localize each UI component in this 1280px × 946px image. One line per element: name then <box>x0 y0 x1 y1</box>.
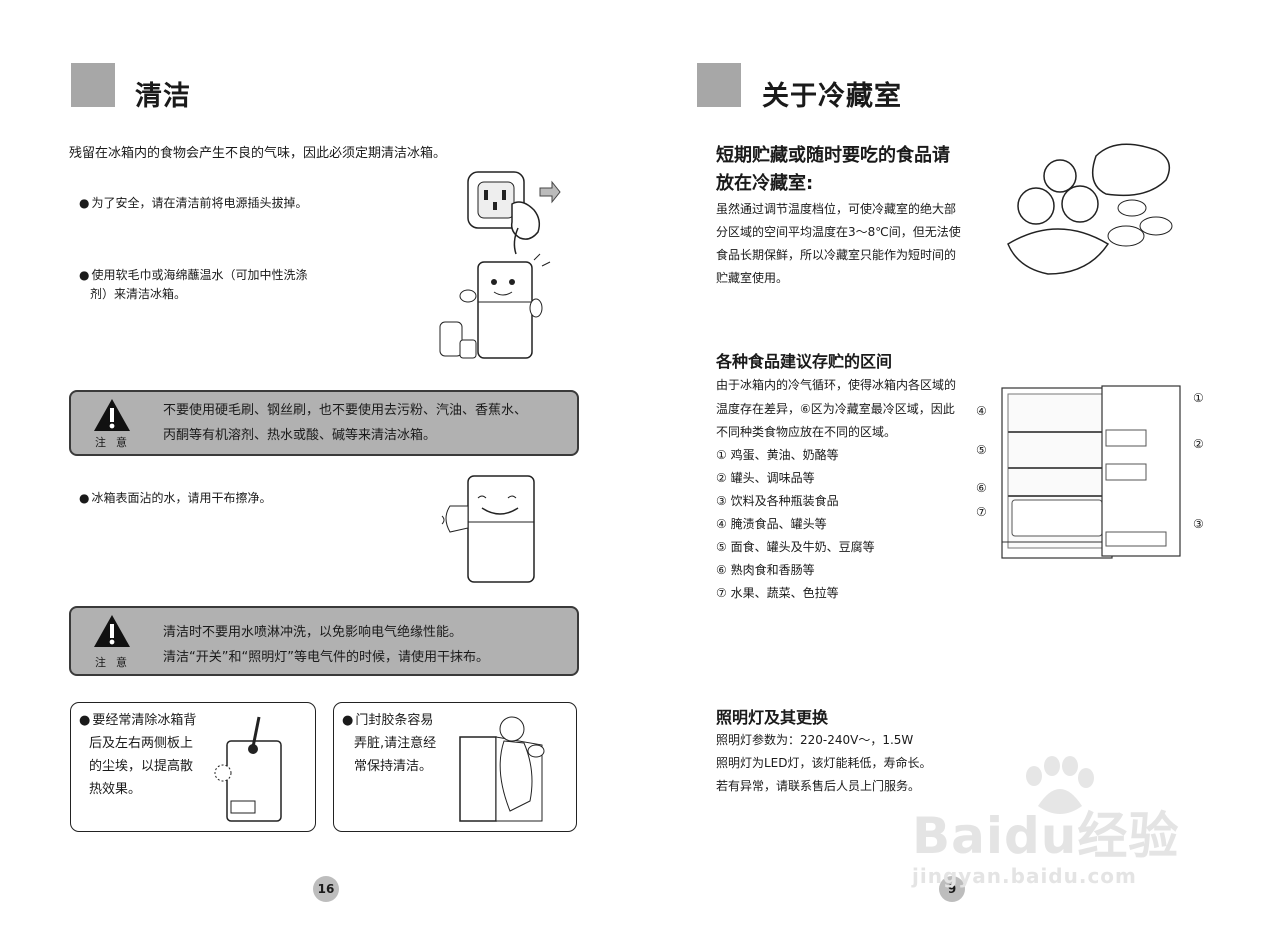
section3-text-line3: 若有异常，请联系售后人员上门服务。 <box>716 779 921 793</box>
watermark-brand: Baidu经验 <box>912 807 1180 865</box>
section1-heading-line1: 短期贮藏或随时要吃的食品请 <box>716 145 950 166</box>
warning-text-line2: 清洁“开关”和“照明灯”等电气件的时候，请使用干抹布。 <box>163 650 489 665</box>
warning-icon <box>94 399 130 431</box>
fridge-zones-diagram <box>1001 385 1181 559</box>
zone-item-2: ② 罐头、调味品等 <box>716 471 815 485</box>
bullet-unplug: 为了安全，请在清洁前将电源插头拔掉。 <box>79 192 307 215</box>
zone-item-3: ③ 饮料及各种瓶装食品 <box>716 494 839 508</box>
zone-item-7: ⑦ 水果、蔬菜、色拉等 <box>716 586 839 600</box>
door-seal-illustration <box>459 716 545 822</box>
tip-dust-line2: 后及左右两侧板上 <box>89 736 194 751</box>
diagram-label-6: ⑥ <box>976 481 987 495</box>
paw-logo-icon <box>1026 756 1094 814</box>
section1-text-line1: 虽然通过调节温度档位，可使冷藏室的绝大部 <box>716 202 957 216</box>
left-title-square <box>71 63 115 107</box>
tip-box-dust: 要经常清除冰箱背 后及左右两侧板上 的尘埃，以提高散 热效果。 <box>70 702 316 832</box>
warning-box-no-spray: 注意 清洁时不要用水喷淋冲洗，以免影响电气绝缘性能。 清洁“开关”和“照明灯”等… <box>69 606 579 676</box>
left-page-title: 清洁 <box>135 81 191 112</box>
section3-heading: 照明灯及其更换 <box>716 708 829 727</box>
left-page-number: 16 <box>313 876 339 902</box>
right-page-number: 9 <box>939 876 965 902</box>
bullet-wipe-warm-water-2: 剂）来清洁冰箱。 <box>90 287 187 301</box>
section1-heading-line2: 放在冷藏室: <box>716 173 814 194</box>
section2-heading: 各种食品建议存贮的区间 <box>716 352 893 371</box>
warning-icon <box>94 615 130 647</box>
section1-text-line4: 贮藏室使用。 <box>716 271 789 285</box>
diagram-label-3: ③ <box>1193 517 1204 531</box>
warning-box-detergents: 注意 不要使用硬毛刷、钢丝刷，也不要使用去污粉、汽油、香蕉水、 丙酮等有机溶剂、… <box>69 390 579 456</box>
warning-text-line1: 清洁时不要用水喷淋冲洗，以免影响电气绝缘性能。 <box>163 625 463 640</box>
left-intro-text: 残留在冰箱内的食物会产生不良的气味，因此必须定期清洁冰箱。 <box>69 146 447 161</box>
section2-text-line2: 温度存在差异，⑥区为冷藏室最冷区域，因此 <box>716 402 955 416</box>
diagram-label-2: ② <box>1193 437 1204 451</box>
section2-text-line3: 不同种类食物应放在不同的区域。 <box>716 425 897 439</box>
bullet-dry-surface: 冰箱表面沾的水，请用干布擦净。 <box>79 487 271 510</box>
unplug-illustration <box>467 171 561 255</box>
food-illustration <box>1007 143 1173 275</box>
section3-text-line2: 照明灯为LED灯，该灯能耗低，寿命长。 <box>716 756 932 770</box>
right-title-square <box>697 63 741 107</box>
warning-text-line1: 不要使用硬毛刷、钢丝刷，也不要使用去污粉、汽油、香蕉水、 <box>163 403 528 418</box>
diagram-label-5: ⑤ <box>976 443 987 457</box>
zone-item-5: ⑤ 面食、罐头及牛奶、豆腐等 <box>716 540 875 554</box>
tip-dust-line3: 的尘埃，以提高散 <box>89 759 194 774</box>
section1-text-line3: 食品长期保鲜，所以冷藏室只能作为短时间的 <box>716 248 957 262</box>
watermark-url: jingyan.baidu.com <box>912 864 1137 888</box>
tip-box-door-seal: 门封胶条容易 弄脏,请注意经 常保持清洁。 <box>333 702 577 832</box>
zone-item-4: ④ 腌渍食品、罐头等 <box>716 517 827 531</box>
warning-label: 注意 <box>95 656 137 669</box>
right-page-title: 关于冷藏室 <box>762 81 902 112</box>
tip-seal-line2: 弄脏,请注意经 <box>354 736 437 751</box>
tip-seal-line3: 常保持清洁。 <box>354 759 433 774</box>
zone-item-6: ⑥ 熟肉食和香肠等 <box>716 563 815 577</box>
diagram-label-4: ④ <box>976 404 987 418</box>
section3-text-line1: 照明灯参数为：220-240V～，1.5W <box>716 733 914 747</box>
fridge-cleaning-illustration <box>439 253 551 359</box>
zone-item-1: ① 鸡蛋、黄油、奶酪等 <box>716 448 839 462</box>
warning-label: 注意 <box>95 436 137 449</box>
tip-dust-line4: 热效果。 <box>89 782 142 797</box>
bullet-wipe-warm-water-1: 使用软毛巾或海绵蘸温水（可加中性洗涤 <box>79 264 307 287</box>
tip-seal-line1: 门封胶条容易 <box>342 709 433 732</box>
fridge-drying-illustration <box>441 475 535 583</box>
tip-dust-line1: 要经常清除冰箱背 <box>79 709 196 732</box>
warning-text-line2: 丙酮等有机溶剂、热水或酸、碱等来清洁冰箱。 <box>163 428 437 443</box>
fridge-back-illustration <box>214 716 282 822</box>
section1-text-line2: 分区域的空间平均温度在3～8℃间，但无法使 <box>716 225 961 239</box>
section2-text-line1: 由于冰箱内的冷气循环，使得冰箱内各区域的 <box>716 378 957 392</box>
diagram-label-1: ① <box>1193 391 1204 405</box>
diagram-label-7: ⑦ <box>976 505 987 519</box>
